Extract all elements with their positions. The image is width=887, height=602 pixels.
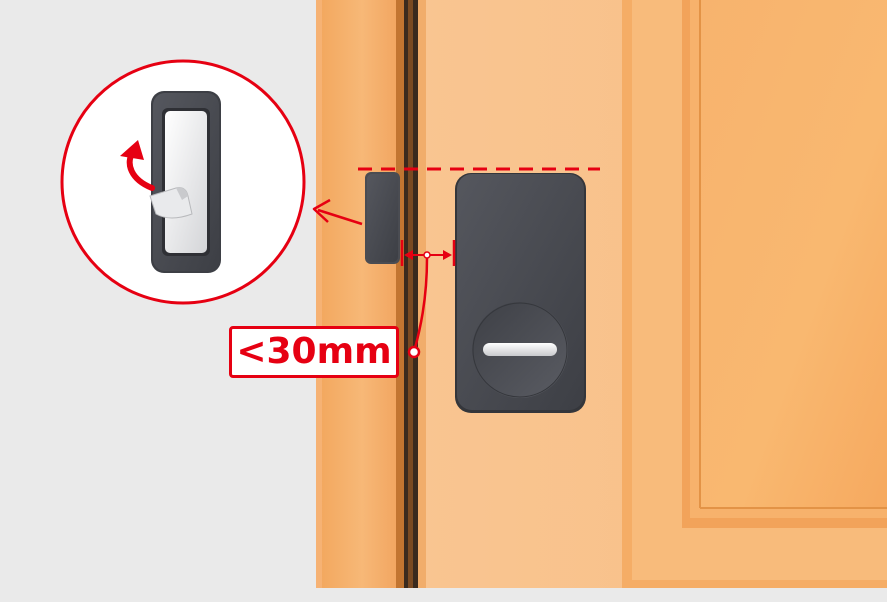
door-sensor-icon bbox=[365, 172, 400, 264]
measurement-label-box: <30mm bbox=[229, 326, 399, 378]
peel-arrow-icon bbox=[120, 140, 155, 191]
zoom-callout-icon bbox=[60, 59, 363, 305]
measurement-label: <30mm bbox=[236, 331, 392, 372]
door-frame bbox=[316, 0, 418, 588]
smart-lock-icon bbox=[455, 173, 586, 413]
dimension-arrow-icon bbox=[400, 240, 456, 359]
